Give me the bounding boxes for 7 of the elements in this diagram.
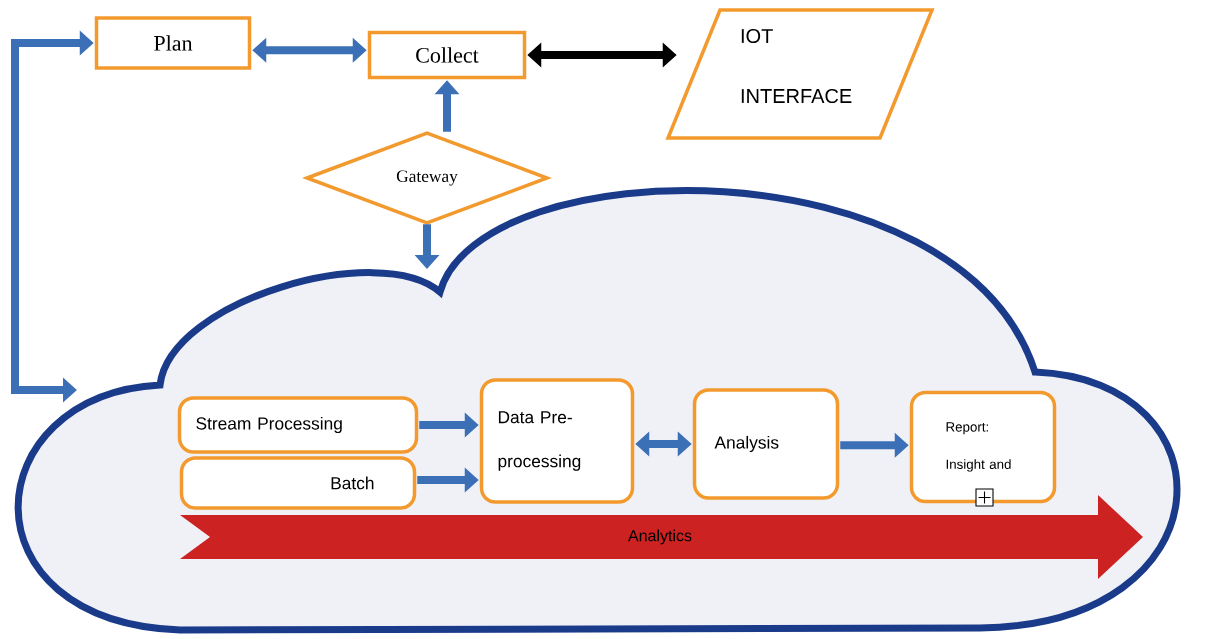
process-box: Data Pre-processing [479, 378, 635, 504]
process-box: Report: Insight and [909, 390, 1057, 504]
process-box: Collect [367, 30, 527, 80]
process-box: Analysis [692, 388, 840, 500]
process-box: Plan [94, 16, 252, 70]
process-box: Batch [179, 456, 417, 510]
process-box: Stream Processing [177, 396, 419, 454]
